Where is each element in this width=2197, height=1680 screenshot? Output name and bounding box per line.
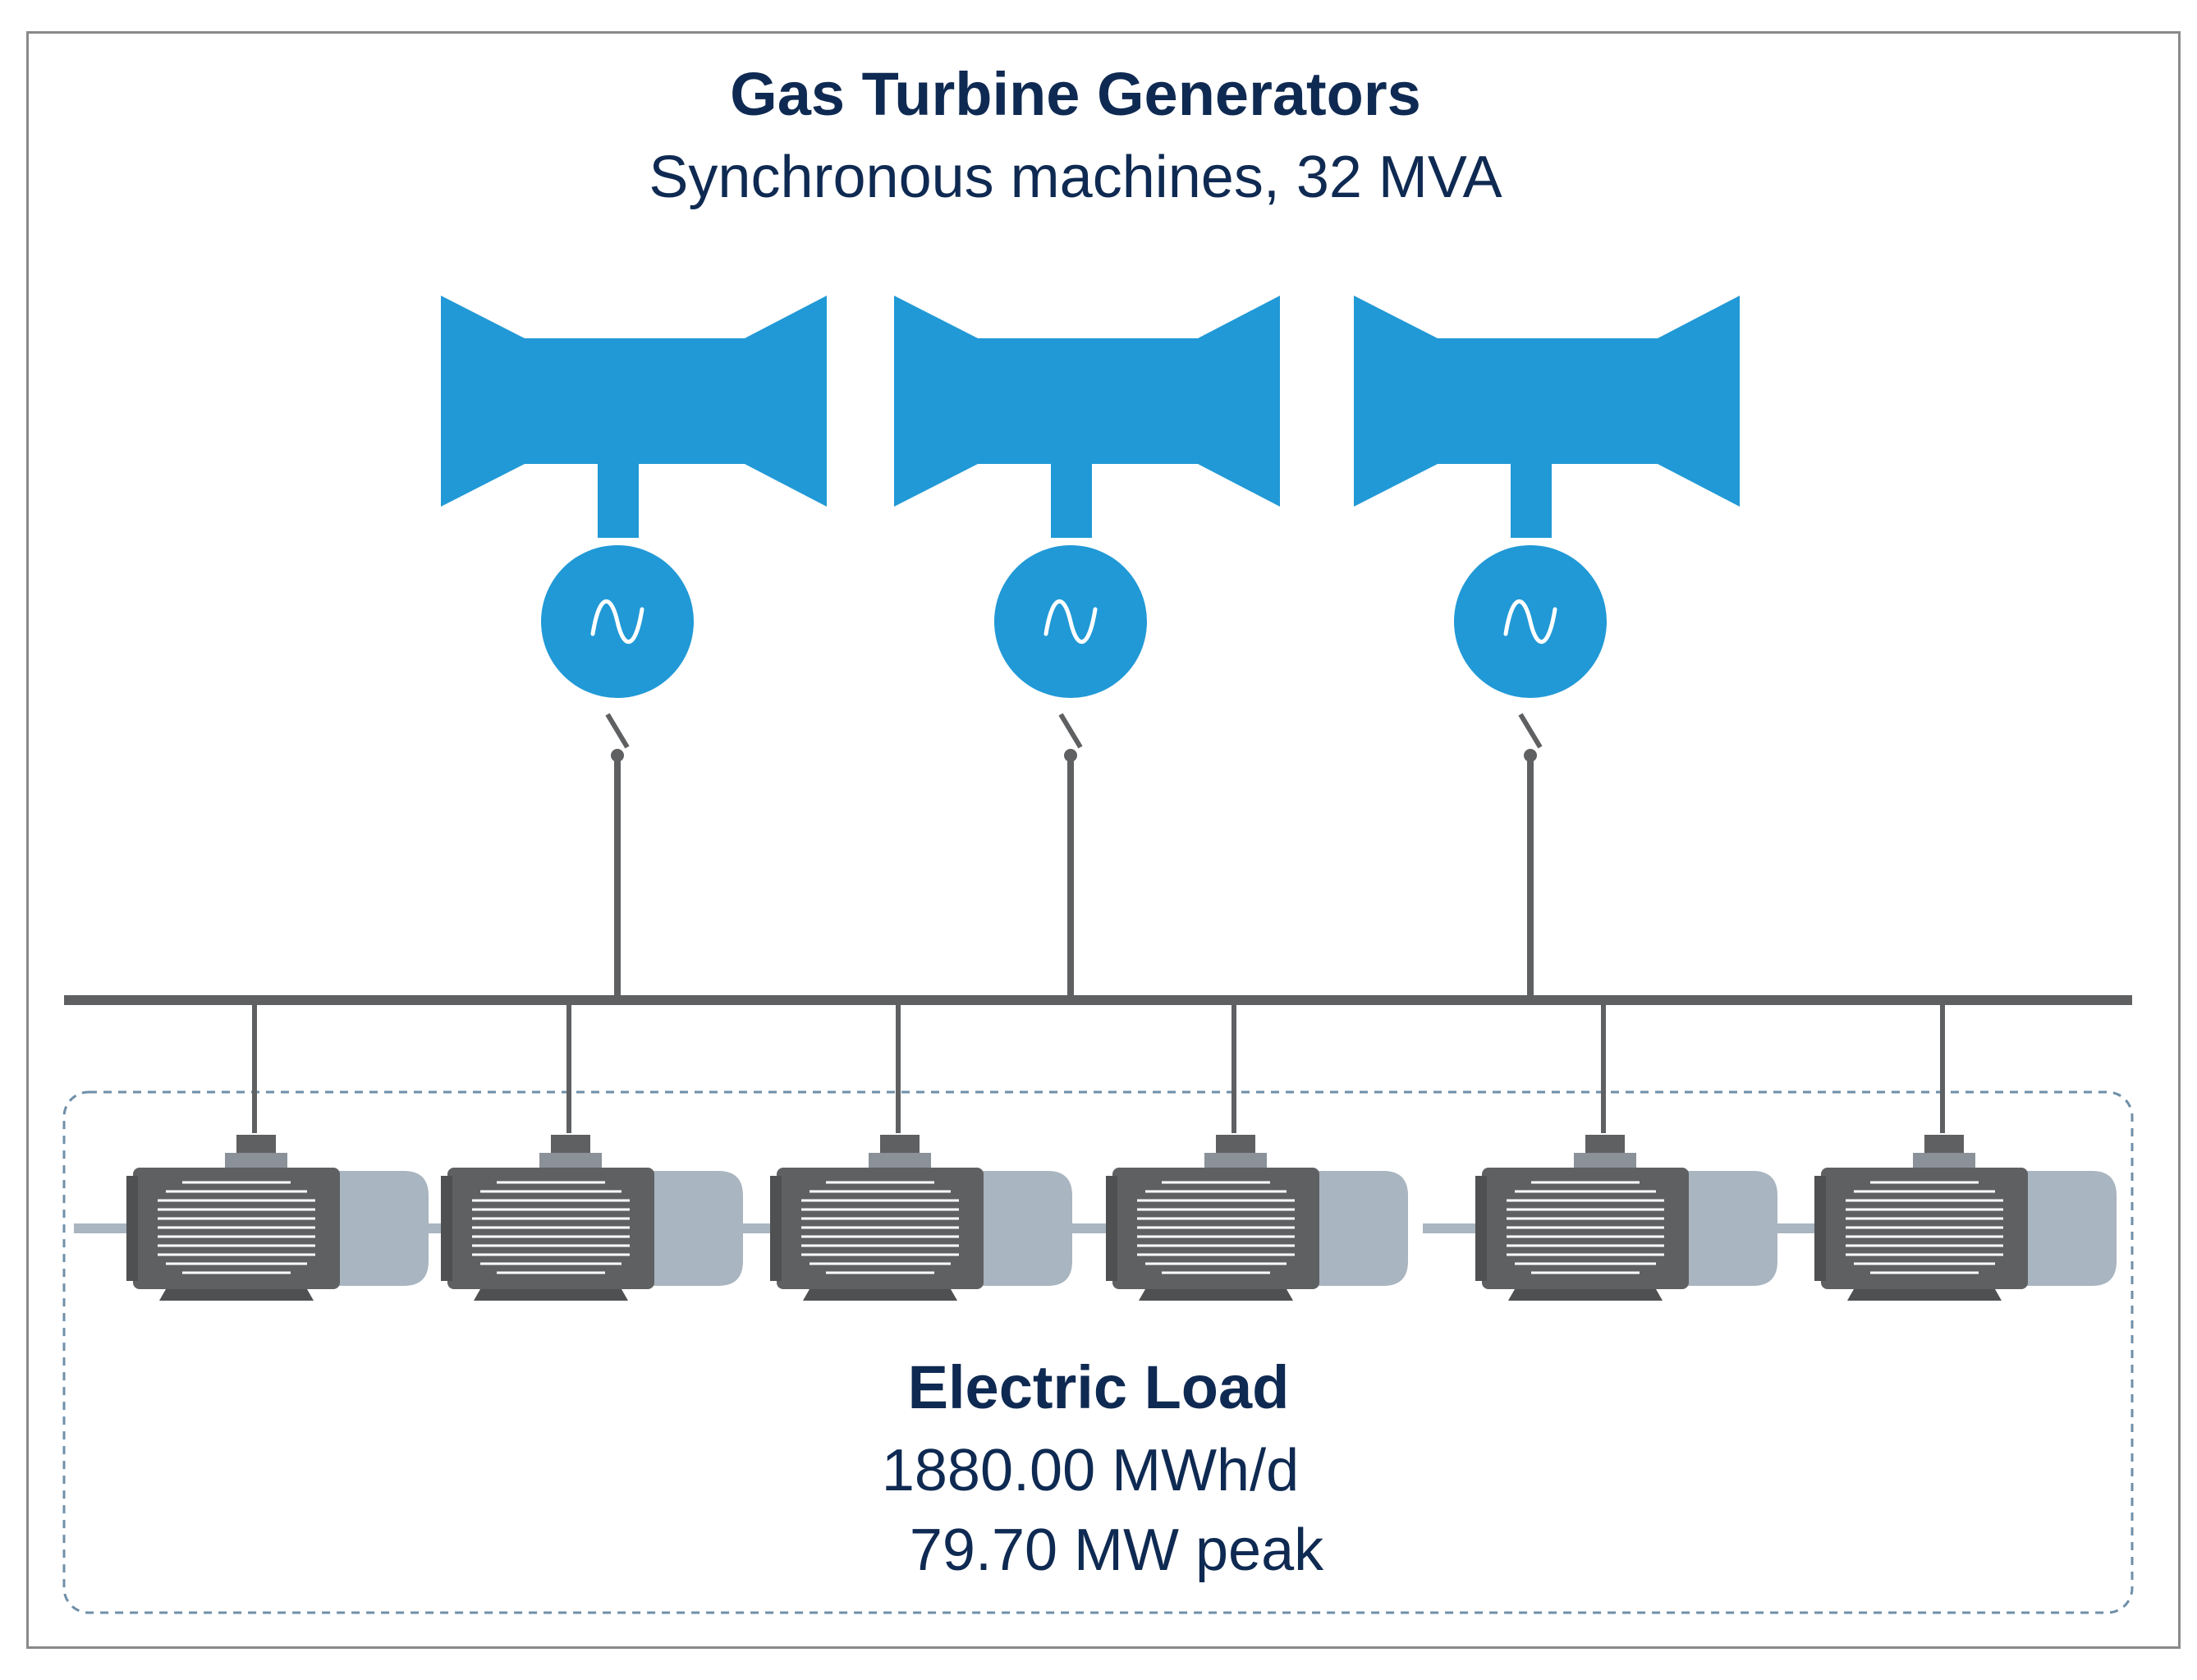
terminal-box-icon xyxy=(1585,1135,1625,1153)
terminal-box-icon xyxy=(1216,1135,1255,1153)
motor-fan-cover-icon xyxy=(1681,1171,1777,1286)
ac-sine-icon xyxy=(1043,599,1098,645)
motor-unit xyxy=(1053,1000,1408,1301)
ac-sine-icon xyxy=(1503,599,1557,645)
generator-unit xyxy=(1354,296,1740,1000)
turbine-body-icon xyxy=(1438,338,1658,464)
load-peak: 79.70 MW peak xyxy=(910,1517,1324,1583)
generator-unit xyxy=(441,296,827,1000)
motor-shaft-icon xyxy=(1423,1223,1482,1233)
motor-shaft-icon xyxy=(74,1223,133,1233)
turbine-compressor-icon xyxy=(1354,296,1438,507)
motor-feet-icon xyxy=(1508,1289,1663,1301)
turbine-exhaust-icon xyxy=(1198,296,1280,507)
turbine-shaft-icon xyxy=(1511,464,1552,538)
load-title: Electric Load xyxy=(908,1353,1290,1421)
breaker-switch-icon xyxy=(605,713,630,749)
terminal-box-base-icon xyxy=(869,1153,931,1171)
motor-feet-icon xyxy=(474,1289,628,1301)
motor-fan-cover-icon xyxy=(975,1171,1072,1286)
terminal-box-icon xyxy=(880,1135,920,1153)
turbine-exhaust-icon xyxy=(745,296,827,507)
turbine-compressor-icon xyxy=(441,296,525,507)
motor-flange-icon xyxy=(126,1176,138,1281)
motor-fan-cover-icon xyxy=(332,1171,429,1286)
generators-subtitle: Synchronous machines, 32 MVA xyxy=(649,145,1502,210)
diagram-frame xyxy=(26,31,2181,1649)
load-area-border xyxy=(62,1090,2134,1614)
motor-flange-icon xyxy=(770,1176,782,1281)
turbine-body-icon xyxy=(525,338,745,464)
motor-flange-icon xyxy=(1814,1176,1826,1281)
terminal-box-base-icon xyxy=(1913,1153,1975,1171)
motor-unit xyxy=(1423,1000,1777,1301)
motor-feet-icon xyxy=(1139,1289,1293,1301)
motor-loads xyxy=(74,1000,2117,1301)
motor-shaft-icon xyxy=(1762,1223,1821,1233)
motor-shaft-icon xyxy=(388,1223,447,1233)
turbine-exhaust-icon xyxy=(1658,296,1740,507)
motor-shaft-icon xyxy=(1053,1223,1112,1233)
motor-fan-cover-icon xyxy=(2020,1171,2117,1286)
motor-flange-icon xyxy=(1106,1176,1117,1281)
motor-unit xyxy=(74,1000,429,1301)
load-energy: 1880.00 MWh/d xyxy=(882,1438,1299,1503)
generator-unit xyxy=(894,296,1280,1000)
motor-unit xyxy=(718,1000,1072,1301)
motor-feet-icon xyxy=(159,1289,314,1301)
terminal-box-base-icon xyxy=(1204,1153,1267,1171)
motor-feet-icon xyxy=(803,1289,957,1301)
turbine-compressor-icon xyxy=(894,296,978,507)
terminal-box-icon xyxy=(236,1135,276,1153)
motor-fan-cover-icon xyxy=(1311,1171,1408,1286)
breaker-switch-icon xyxy=(1058,713,1083,749)
terminal-box-icon xyxy=(1924,1135,1964,1153)
turbine-body-icon xyxy=(978,338,1198,464)
breaker-switch-icon xyxy=(1518,713,1543,749)
terminal-box-icon xyxy=(551,1135,590,1153)
motor-flange-icon xyxy=(441,1176,452,1281)
motor-feet-icon xyxy=(1847,1289,2002,1301)
motor-fan-cover-icon xyxy=(646,1171,743,1286)
terminal-box-base-icon xyxy=(1574,1153,1636,1171)
motor-flange-icon xyxy=(1475,1176,1487,1281)
motor-shaft-icon xyxy=(718,1223,777,1233)
turbine-shaft-icon xyxy=(1051,464,1092,538)
terminal-box-base-icon xyxy=(225,1153,287,1171)
ac-sine-icon xyxy=(590,599,644,645)
turbine-shaft-icon xyxy=(598,464,639,538)
motor-unit xyxy=(388,1000,743,1301)
motor-unit xyxy=(1762,1000,2117,1301)
terminal-box-base-icon xyxy=(539,1153,602,1171)
generators-title: Gas Turbine Generators xyxy=(730,60,1421,128)
generator-units xyxy=(441,296,1740,1000)
